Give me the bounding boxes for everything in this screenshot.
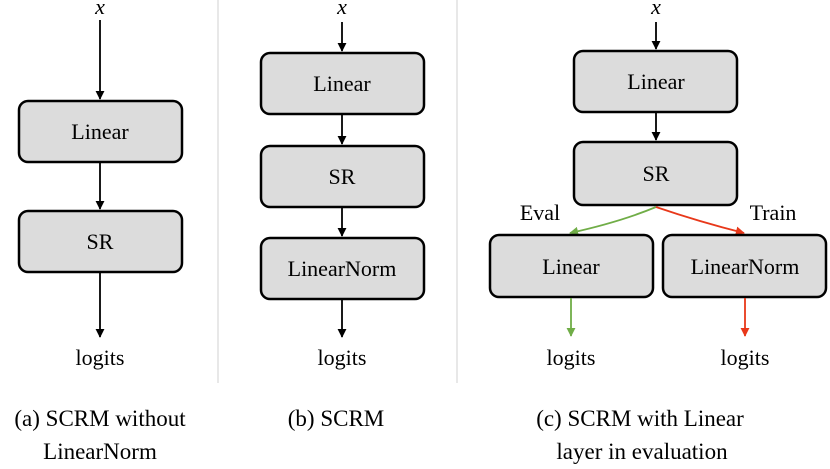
panel-c-eval-linear-label: Linear: [542, 254, 600, 279]
panel-c-input-label: x: [650, 0, 661, 19]
panel-c-eval-output-label: logits: [547, 345, 596, 370]
panel-c-sr-box: [572, 140, 739, 207]
panel-b-linear-label: Linear: [313, 71, 371, 96]
panel-b: x Linear SR LinearNorm logits (b) SCRM: [259, 0, 426, 431]
panel-a-sr-box: [17, 209, 184, 274]
panel-c-caption-line1: (c) SCRM with Linear: [536, 406, 744, 431]
panel-c-caption-line2: layer in evaluation: [556, 439, 728, 464]
panel-c-eval-linear-box: [488, 233, 655, 299]
panel-c-linear-box: [572, 49, 739, 114]
panel-b-input-label: x: [336, 0, 347, 19]
panel-a-output-label: logits: [76, 345, 125, 370]
panel-a-linear-box: [17, 99, 184, 164]
panel-a-caption-line2: LinearNorm: [43, 439, 157, 464]
panel-b-sr-label: SR: [329, 164, 356, 189]
panel-c-train-linearnorm-box: [661, 233, 828, 299]
panel-c-train-label: Train: [750, 200, 797, 225]
panel-c-train-linearnorm-label: LinearNorm: [691, 254, 800, 279]
panel-a: x Linear SR logits (a) SCRM without Line…: [14, 0, 186, 464]
panel-c-linear-label: Linear: [627, 69, 685, 94]
panel-b-sr-box: [259, 144, 426, 209]
panel-c-eval-branch-arrow: [569, 206, 657, 236]
panel-c-sr-label: SR: [643, 161, 670, 186]
panel-c: x Linear SR Eval Train Linear LinearNorm…: [488, 0, 828, 464]
panel-a-caption-line1: (a) SCRM without: [14, 406, 186, 431]
panel-b-linear-box: [259, 51, 426, 116]
panel-b-linearnorm-label: LinearNorm: [288, 256, 397, 281]
panel-b-linearnorm-box: [259, 236, 426, 301]
panel-a-linear-label: Linear: [71, 119, 129, 144]
panel-c-eval-label: Eval: [520, 200, 560, 225]
panel-c-train-output-label: logits: [721, 345, 770, 370]
panel-c-train-branch-arrow: [655, 206, 745, 236]
panel-b-output-label: logits: [318, 345, 367, 370]
panel-b-caption-line1: (b) SCRM: [288, 406, 385, 431]
panel-a-sr-label: SR: [87, 229, 114, 254]
panel-a-input-label: x: [94, 0, 105, 19]
